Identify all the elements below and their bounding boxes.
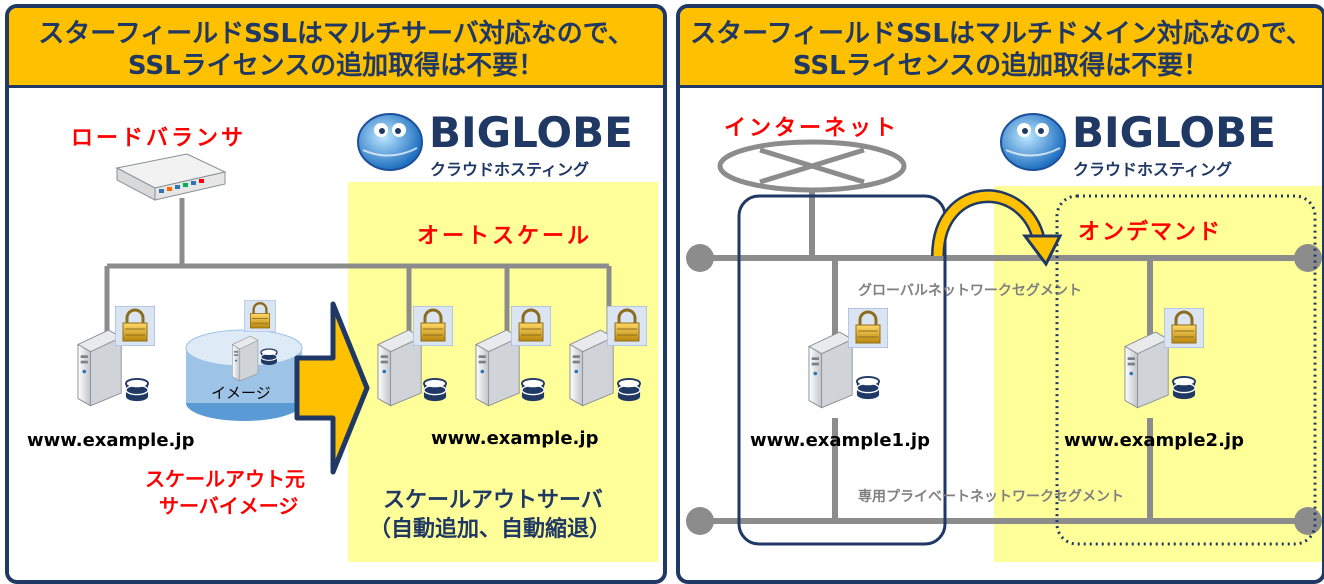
- left-server-domain: www.example.jp: [27, 430, 195, 451]
- lock-icon: [607, 306, 647, 346]
- biglobe-logo-icon: [357, 113, 423, 171]
- arrow-right-icon: [294, 301, 370, 475]
- source-image-label-1: スケールアウト元: [145, 467, 305, 491]
- autoscale-diagram: [77, 113, 658, 562]
- network-lines: [700, 190, 1308, 524]
- lock-icon: [848, 308, 888, 348]
- header-line-1: スターフィールドSSLはマルチドメイン対応なので、: [690, 19, 1312, 49]
- header-line-2: SSLライセンスの追加取得は不要！: [127, 51, 545, 81]
- multi-domain-panel: スターフィールドSSLはマルチドメイン対応なので、 SSLライセンスの追加取得は…: [676, 4, 1324, 584]
- database-icon: [124, 378, 150, 402]
- image-label: イメージ: [211, 384, 271, 402]
- database-icon: [855, 376, 881, 400]
- logo-title: BIGLOBE: [1072, 108, 1276, 157]
- server1-group-outline: [737, 194, 947, 546]
- server-icon: [1124, 331, 1169, 409]
- ondemand-diagram: [686, 113, 1322, 562]
- lock-icon: [511, 306, 551, 346]
- curved-arrow-icon: [933, 191, 1045, 257]
- database-icon: [1171, 376, 1197, 400]
- multi-server-panel: スターフィールドSSLはマルチサーバ対応なので、 SSLライセンスの追加取得は不…: [5, 4, 667, 584]
- load-balancer-icon: [115, 153, 227, 201]
- lock-icon: [1164, 308, 1204, 348]
- load-balancer-label: ロードバランサ: [71, 126, 247, 151]
- logo-title: BIGLOBE: [429, 108, 633, 157]
- lock-icon: [244, 300, 276, 332]
- logo-subtitle: クラウドホスティング: [430, 160, 590, 179]
- source-image-label-2: サーバイメージ: [159, 494, 299, 518]
- lock-icon: [115, 306, 155, 346]
- lock-icon: [413, 306, 453, 346]
- biglobe-logo-icon: [1000, 113, 1066, 171]
- private-segment-label: 専用プライベートネットワークセグメント: [858, 489, 1124, 505]
- internet-label: インターネット: [724, 116, 900, 141]
- server2-domain: www.example2.jp: [1064, 430, 1244, 451]
- scaleout-label-1: スケールアウトサーバ: [383, 488, 603, 513]
- image-disk-icon: [185, 329, 303, 421]
- panel-header: スターフィールドSSLはマルチドメイン対応なので、 SSLライセンスの追加取得は…: [680, 8, 1322, 88]
- autoscale-label: オートスケール: [417, 224, 593, 249]
- server-icon: [569, 329, 614, 407]
- database-icon: [422, 378, 448, 402]
- ondemand-label: オンデマンド: [1078, 220, 1223, 245]
- server-icon: [808, 331, 853, 409]
- header-line-2: SSLライセンスの追加取得は不要！: [792, 51, 1210, 81]
- header-line-1: スターフィールドSSLはマルチサーバ対応なので、: [38, 19, 634, 49]
- logo-subtitle: クラウドホスティング: [1073, 160, 1233, 179]
- panel-header: スターフィールドSSLはマルチサーバ対応なので、 SSLライセンスの追加取得は不…: [9, 8, 663, 88]
- database-icon: [616, 378, 642, 402]
- server-icon: [77, 329, 122, 407]
- group-domain: www.example.jp: [431, 428, 599, 449]
- scaleout-label-2: （自動追加、自動縮退）: [369, 517, 612, 542]
- server2-group-outline: [1055, 194, 1317, 546]
- database-icon: [520, 378, 546, 402]
- global-segment-label: グローバルネットワークセグメント: [858, 283, 1082, 299]
- server1-domain: www.example1.jp: [750, 430, 930, 451]
- internet-cloud-icon: [717, 139, 907, 193]
